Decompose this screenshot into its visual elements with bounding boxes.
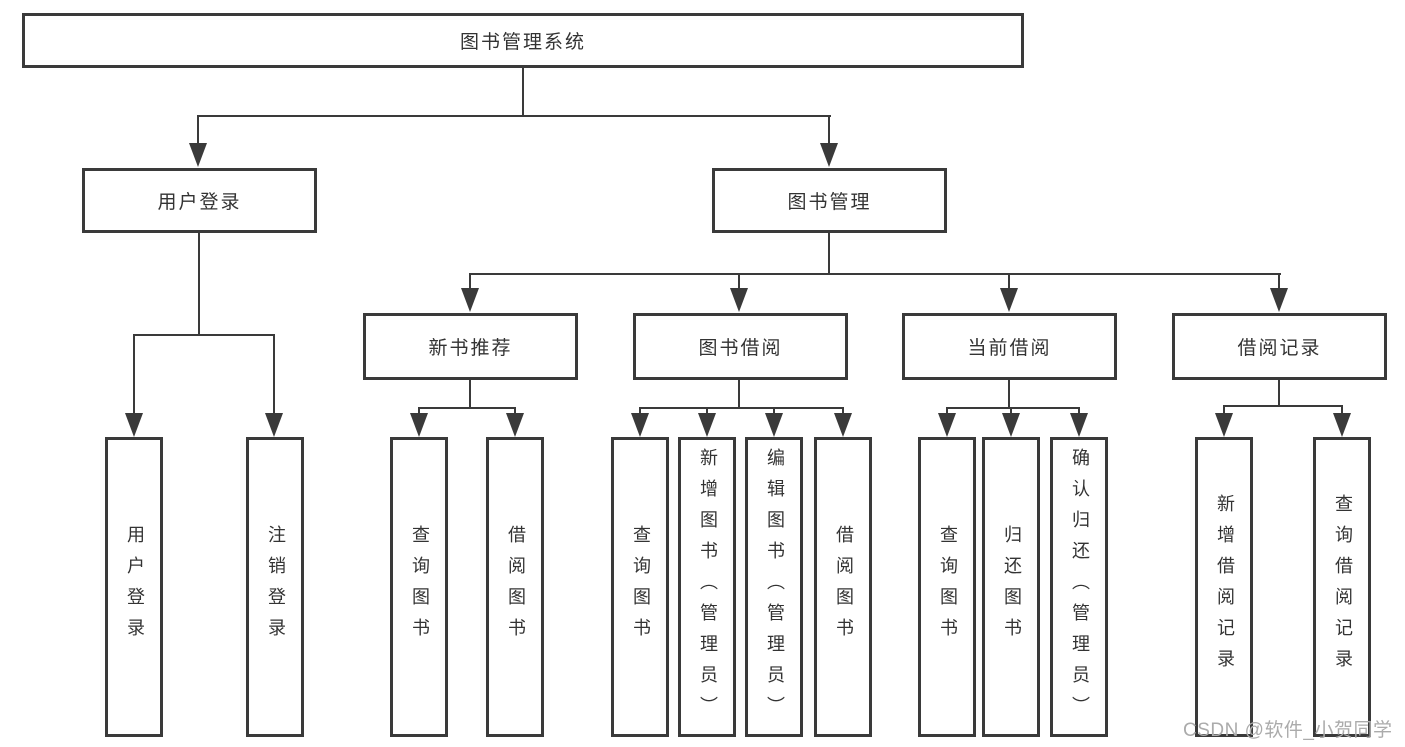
arrow-down-icon	[265, 413, 283, 437]
arrow-down-icon	[765, 413, 783, 437]
connector-line	[469, 273, 471, 291]
arrow-down-icon	[631, 413, 649, 437]
connector-line	[1278, 273, 1280, 291]
connector-line	[1010, 407, 1012, 417]
arrow-down-icon	[461, 288, 479, 312]
leaf-add-borrow-record: 新增借阅记录	[1195, 437, 1253, 737]
node-user-login: 用户登录	[82, 168, 317, 233]
connector-line	[273, 334, 275, 415]
arrow-down-icon	[1333, 413, 1351, 437]
connector-line	[418, 407, 516, 409]
arrow-down-icon	[189, 143, 207, 167]
connector-line	[1008, 273, 1010, 291]
arrow-down-icon	[125, 413, 143, 437]
leaf-query-books-borrowing: 查询图书	[611, 437, 669, 737]
connector-line	[1078, 407, 1080, 417]
connector-line	[1223, 405, 1343, 407]
connector-line	[842, 407, 844, 417]
connector-line	[1278, 380, 1280, 407]
arrow-down-icon	[1215, 413, 1233, 437]
arrow-down-icon	[506, 413, 524, 437]
leaf-borrow-books-recommend: 借阅图书	[486, 437, 544, 737]
arrow-down-icon	[1270, 288, 1288, 312]
connector-line	[469, 273, 1281, 275]
connector-line	[639, 407, 641, 417]
connector-line	[469, 380, 471, 409]
node-root: 图书管理系统	[22, 13, 1024, 68]
node-book-borrowing: 图书借阅	[633, 313, 848, 380]
node-borrowing-records: 借阅记录	[1172, 313, 1387, 380]
connector-line	[738, 273, 740, 291]
connector-line	[133, 334, 275, 336]
connector-line	[197, 115, 199, 147]
watermark: CSDN @软件_小贺同学	[1183, 720, 1393, 741]
connector-line	[946, 407, 1080, 409]
leaf-logout: 注销登录	[246, 437, 304, 737]
node-current-borrowing: 当前借阅	[902, 313, 1117, 380]
connector-line	[514, 407, 516, 417]
connector-line	[828, 233, 830, 275]
arrow-down-icon	[1002, 413, 1020, 437]
arrow-down-icon	[820, 143, 838, 167]
connector-line	[738, 380, 740, 409]
leaf-query-books-recommend: 查询图书	[390, 437, 448, 737]
connector-line	[197, 115, 831, 117]
node-new-book-recommendation: 新书推荐	[363, 313, 578, 380]
node-book-management: 图书管理	[712, 168, 947, 233]
leaf-query-books-current: 查询图书	[918, 437, 976, 737]
connector-line	[1341, 405, 1343, 417]
connector-line	[1223, 405, 1225, 417]
leaf-return-books: 归还图书	[982, 437, 1040, 737]
connector-line	[133, 334, 135, 415]
connector-line	[828, 115, 830, 147]
connector-line	[418, 407, 420, 417]
arrow-down-icon	[938, 413, 956, 437]
leaf-borrow-books-borrowing: 借阅图书	[814, 437, 872, 737]
connector-line	[706, 407, 708, 417]
connector-line	[522, 68, 524, 117]
connector-line	[773, 407, 775, 417]
arrow-down-icon	[410, 413, 428, 437]
connector-line	[639, 407, 844, 409]
leaf-edit-book-admin: 编辑图书（管理员）	[745, 437, 803, 737]
leaf-add-book-admin: 新增图书（管理员）	[678, 437, 736, 737]
connector-line	[198, 233, 200, 336]
leaf-confirm-return-admin: 确认归还（管理员）	[1050, 437, 1108, 737]
arrow-down-icon	[1000, 288, 1018, 312]
arrow-down-icon	[730, 288, 748, 312]
arrow-down-icon	[698, 413, 716, 437]
leaf-query-borrow-record: 查询借阅记录	[1313, 437, 1371, 737]
arrow-down-icon	[1070, 413, 1088, 437]
leaf-user-login: 用户登录	[105, 437, 163, 737]
connector-line	[946, 407, 948, 417]
connector-line	[1008, 380, 1010, 409]
arrow-down-icon	[834, 413, 852, 437]
